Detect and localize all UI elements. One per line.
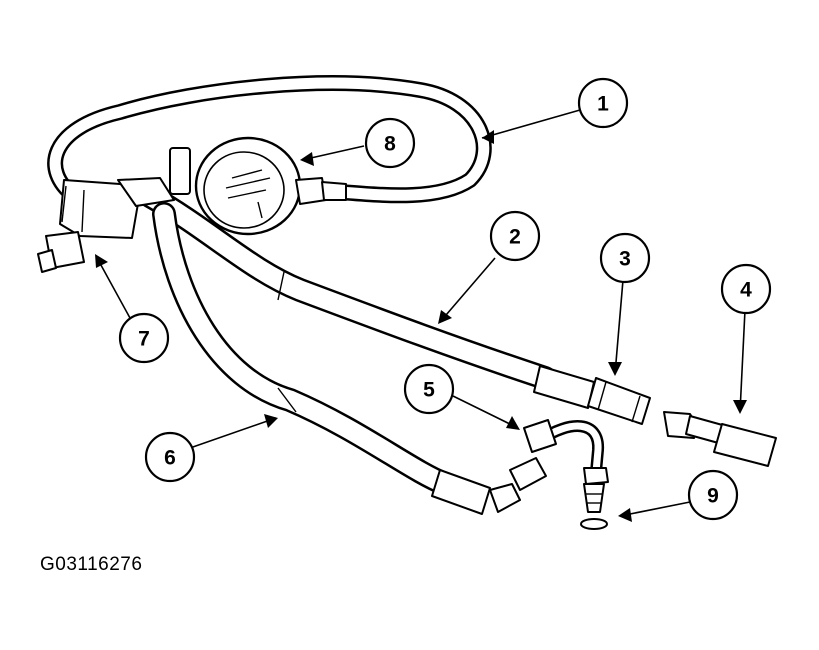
adapter-3: [587, 377, 651, 425]
callout-1: 1: [577, 77, 629, 129]
callout-2: 2: [489, 210, 541, 262]
svg-text:8: 8: [384, 133, 396, 156]
callout-6: 6: [144, 431, 196, 483]
fitting-5-tube: [509, 419, 609, 513]
leader-lines: [95, 109, 747, 522]
o-ring-9: [580, 518, 608, 530]
svg-text:7: 7: [138, 328, 150, 351]
hose-6-crimp: [431, 469, 521, 515]
callout-4: 4: [720, 263, 772, 315]
callout-5: 5: [403, 363, 455, 415]
svg-text:6: 6: [164, 447, 176, 470]
svg-text:9: 9: [707, 485, 719, 508]
hose-2: [138, 184, 557, 390]
callout-9: 9: [687, 469, 739, 521]
svg-text:4: 4: [740, 279, 752, 302]
callout-8: 8: [364, 117, 416, 169]
svg-text:3: 3: [619, 248, 631, 271]
hose-1-loop: [47, 75, 492, 204]
svg-text:5: 5: [423, 379, 435, 402]
manifold-valve-7: [37, 177, 175, 273]
callout-3: 3: [599, 232, 651, 284]
svg-text:2: 2: [509, 226, 521, 249]
adapter-4: [663, 411, 777, 467]
callout-7: 7: [118, 312, 170, 364]
svg-text:1: 1: [597, 93, 609, 116]
hose-6: [152, 202, 457, 496]
gauge-8: [169, 136, 347, 236]
hose-2-crimp: [533, 365, 595, 409]
figure-id-label: G03116276: [40, 554, 143, 575]
